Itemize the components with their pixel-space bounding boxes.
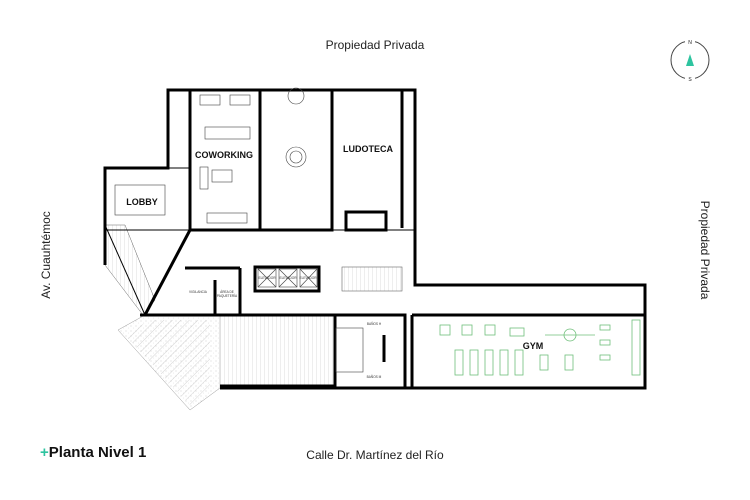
stairs-diagonal <box>104 224 156 316</box>
vigilancia-label: VIGILANCIA <box>189 290 208 294</box>
plus-icon: + <box>40 444 49 461</box>
west-street-label: Av. Cuauhtémoc <box>39 211 53 299</box>
gym-label: GYM <box>523 341 544 351</box>
ludoteca-label: LUDOTECA <box>343 144 393 154</box>
north-neighbor-label: Propiedad Privada <box>326 38 425 52</box>
svg-text:S: S <box>688 77 692 83</box>
furniture <box>114 87 307 224</box>
south-street-label: Calle Dr. Martínez del Río <box>306 448 444 462</box>
paqueteria-label-2: PAQUETERÍA <box>217 294 238 298</box>
stairs <box>341 266 403 292</box>
paqueteria-label: ÁREA DE <box>220 290 234 294</box>
plan-title: +Planta Nivel 1 <box>40 444 146 461</box>
lobby-label: LOBBY <box>126 197 158 207</box>
banos-h-label: BAÑOS H <box>367 321 382 326</box>
compass-icon: N S <box>670 38 710 83</box>
elevators: ELEVADOR ELEVADOR ELEVADOR <box>253 265 321 293</box>
svg-text:ELEVADOR: ELEVADOR <box>279 276 297 280</box>
svg-text:ELEVADOR: ELEVADOR <box>299 276 317 280</box>
parking-area <box>220 315 335 385</box>
banos-m-label: BAÑOS M <box>367 374 382 379</box>
svg-text:ELEVADOR: ELEVADOR <box>258 276 276 280</box>
gym-equipment <box>439 319 641 376</box>
coworking-label: COWORKING <box>195 150 253 160</box>
svg-text:N: N <box>688 40 692 46</box>
east-neighbor-label: Propiedad Privada <box>698 201 712 300</box>
plan-title-text: Planta Nivel 1 <box>48 444 147 461</box>
